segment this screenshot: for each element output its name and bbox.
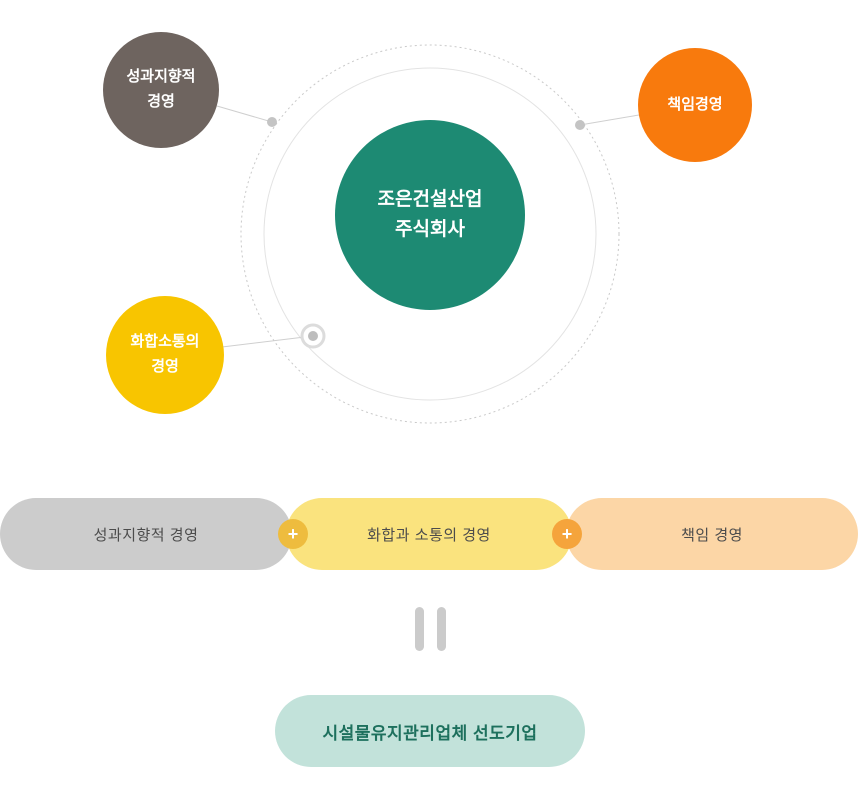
connector-harmony: [221, 335, 314, 348]
plus-icon: +: [552, 519, 582, 549]
connector-responsibility: [579, 114, 640, 126]
orbit-node-bullseye: [300, 323, 326, 349]
equals-icon: [0, 607, 860, 651]
formula-term-responsibility-label: 책임 경영: [681, 526, 743, 544]
formula-term-harmony-label: 화합과 소통의 경영: [367, 526, 491, 544]
plus-symbol: +: [561, 524, 573, 544]
dotted-orbit-ring: [240, 44, 620, 424]
formula-term-harmony: 화합과 소통의 경영: [286, 498, 572, 570]
center-company-label: 조은건설산업 주식회사: [377, 188, 483, 240]
satellite-responsibility-circle: 책임경영: [638, 48, 752, 162]
orbit-node-dot: [575, 120, 585, 130]
orbit-node-dot: [267, 117, 277, 127]
plus-icon: +: [278, 519, 308, 549]
equals-bar: [436, 607, 446, 651]
formula-term-performance-label: 성과지향적 경영: [93, 526, 199, 544]
formula-term-performance: 성과지향적 경영: [0, 498, 292, 570]
solid-orbit-ring: [263, 67, 597, 401]
connector-performance: [216, 105, 273, 123]
orbit-diagram: 조은건설산업 주식회사 성과지향적 경영 책임경영 화합소통의 경영: [103, 32, 752, 424]
equals-bar: [414, 607, 424, 651]
formula-term-responsibility: 책임 경영: [566, 498, 858, 570]
satellite-harmony-circle: 화합소통의 경영: [106, 296, 224, 414]
satellite-performance-circle: 성과지향적 경영: [103, 32, 219, 148]
orbit-rings: [216, 44, 640, 424]
result-label: 시설물유지관리업체 선도기업: [322, 723, 538, 743]
satellite-performance-label: 성과지향적 경영: [126, 68, 196, 110]
center-company-circle: 조은건설산업 주식회사: [335, 120, 525, 310]
formula-row: 성과지향적 경영 화합과 소통의 경영 책임 경영 + +: [0, 498, 860, 570]
satellite-harmony-label: 화합소통의 경영: [130, 333, 200, 375]
satellite-responsibility-label: 책임경영: [667, 95, 723, 113]
plus-symbol: +: [287, 524, 299, 544]
result-pill: 시설물유지관리업체 선도기업: [275, 695, 585, 767]
